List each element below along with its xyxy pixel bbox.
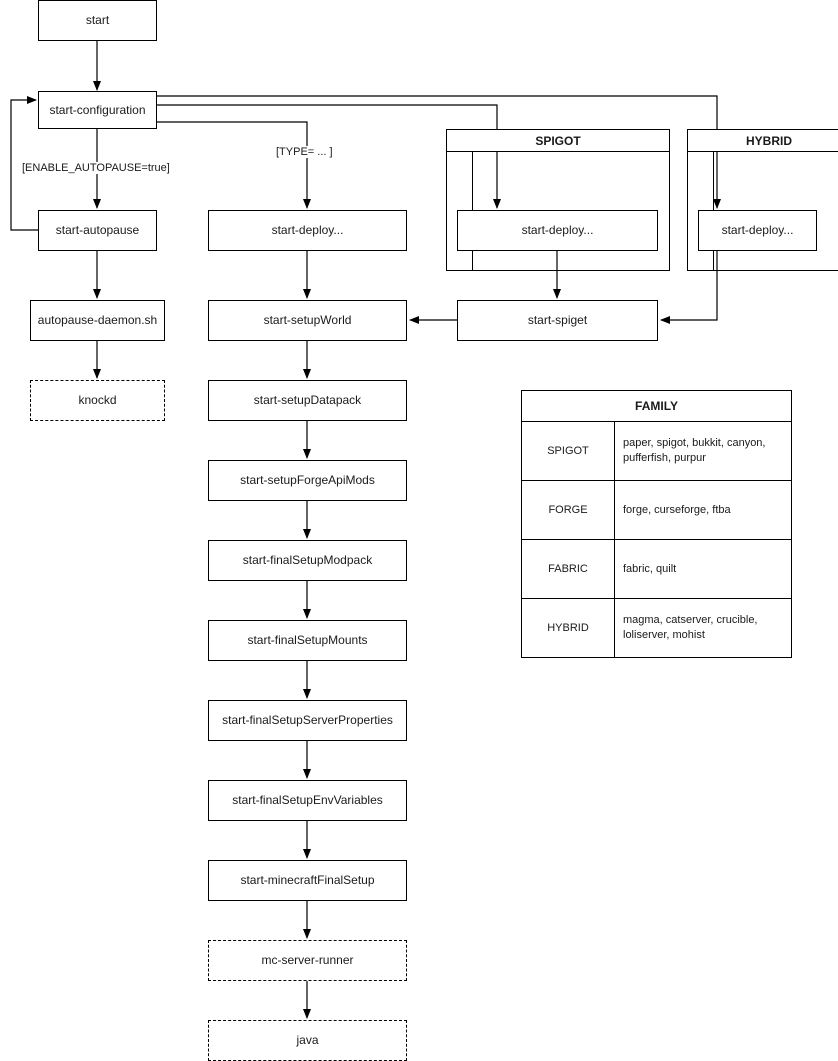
family-table-row: HYBRID magma, catserver, crucible, lolis…	[521, 598, 792, 658]
node-start-finalsetupmounts[interactable]: start-finalSetupMounts	[208, 620, 407, 661]
edge-label-enable-autopause: [ENABLE_AUTOPAUSE=true]	[21, 162, 171, 174]
node-start-deploy-hybrid[interactable]: start-deploy...	[698, 210, 817, 251]
node-start-finalsetupserverproperties[interactable]: start-finalSetupServerProperties	[208, 700, 407, 741]
node-start-setupdatapack[interactable]: start-setupDatapack	[208, 380, 407, 421]
node-autopause-daemon-sh[interactable]: autopause-daemon.sh	[30, 300, 165, 341]
node-mc-server-runner[interactable]: mc-server-runner	[208, 940, 407, 981]
family-table-title: FAMILY	[521, 390, 792, 422]
swimlane-hybrid-title: HYBRID	[688, 130, 838, 152]
family-row-key: FABRIC	[521, 539, 615, 599]
node-start-setupforgeapimods[interactable]: start-setupForgeApiMods	[208, 460, 407, 501]
node-start-configuration[interactable]: start-configuration	[38, 91, 157, 129]
edge-configuration-to-deploy-main	[157, 121, 311, 209]
swimlane-hybrid: HYBRID	[687, 129, 838, 271]
node-java[interactable]: java	[208, 1020, 407, 1061]
node-start-deploy-spigot[interactable]: start-deploy...	[457, 210, 658, 251]
family-row-key: HYBRID	[521, 598, 615, 658]
family-table-row: FORGE forge, curseforge, ftba	[521, 480, 792, 540]
family-table-row: SPIGOT paper, spigot, bukkit, canyon, pu…	[521, 421, 792, 481]
family-row-key: FORGE	[521, 480, 615, 540]
node-start-spiget[interactable]: start-spiget	[457, 300, 658, 341]
edge-label-type: [TYPE= ... ]	[275, 146, 334, 158]
family-table-header-row: FAMILY	[521, 390, 792, 422]
family-row-value: paper, spigot, bukkit, canyon, pufferfis…	[614, 421, 792, 481]
node-knockd[interactable]: knockd	[30, 380, 165, 421]
family-row-value: fabric, quilt	[614, 539, 792, 599]
node-start-minecraftfinalsetup[interactable]: start-minecraftFinalSetup	[208, 860, 407, 901]
node-start-autopause[interactable]: start-autopause	[38, 210, 157, 251]
node-start[interactable]: start	[38, 0, 157, 41]
family-row-value: magma, catserver, crucible, loliserver, …	[614, 598, 792, 658]
family-table: FAMILY SPIGOT paper, spigot, bukkit, can…	[521, 390, 792, 658]
node-start-setupworld[interactable]: start-setupWorld	[208, 300, 407, 341]
node-start-finalsetupmodpack[interactable]: start-finalSetupModpack	[208, 540, 407, 581]
family-table-row: FABRIC fabric, quilt	[521, 539, 792, 599]
swimlane-spigot-title: SPIGOT	[447, 130, 669, 152]
family-row-value: forge, curseforge, ftba	[614, 480, 792, 540]
family-row-key: SPIGOT	[521, 421, 615, 481]
node-start-deploy-main[interactable]: start-deploy...	[208, 210, 407, 251]
node-start-finalsetupenvvariables[interactable]: start-finalSetupEnvVariables	[208, 780, 407, 821]
